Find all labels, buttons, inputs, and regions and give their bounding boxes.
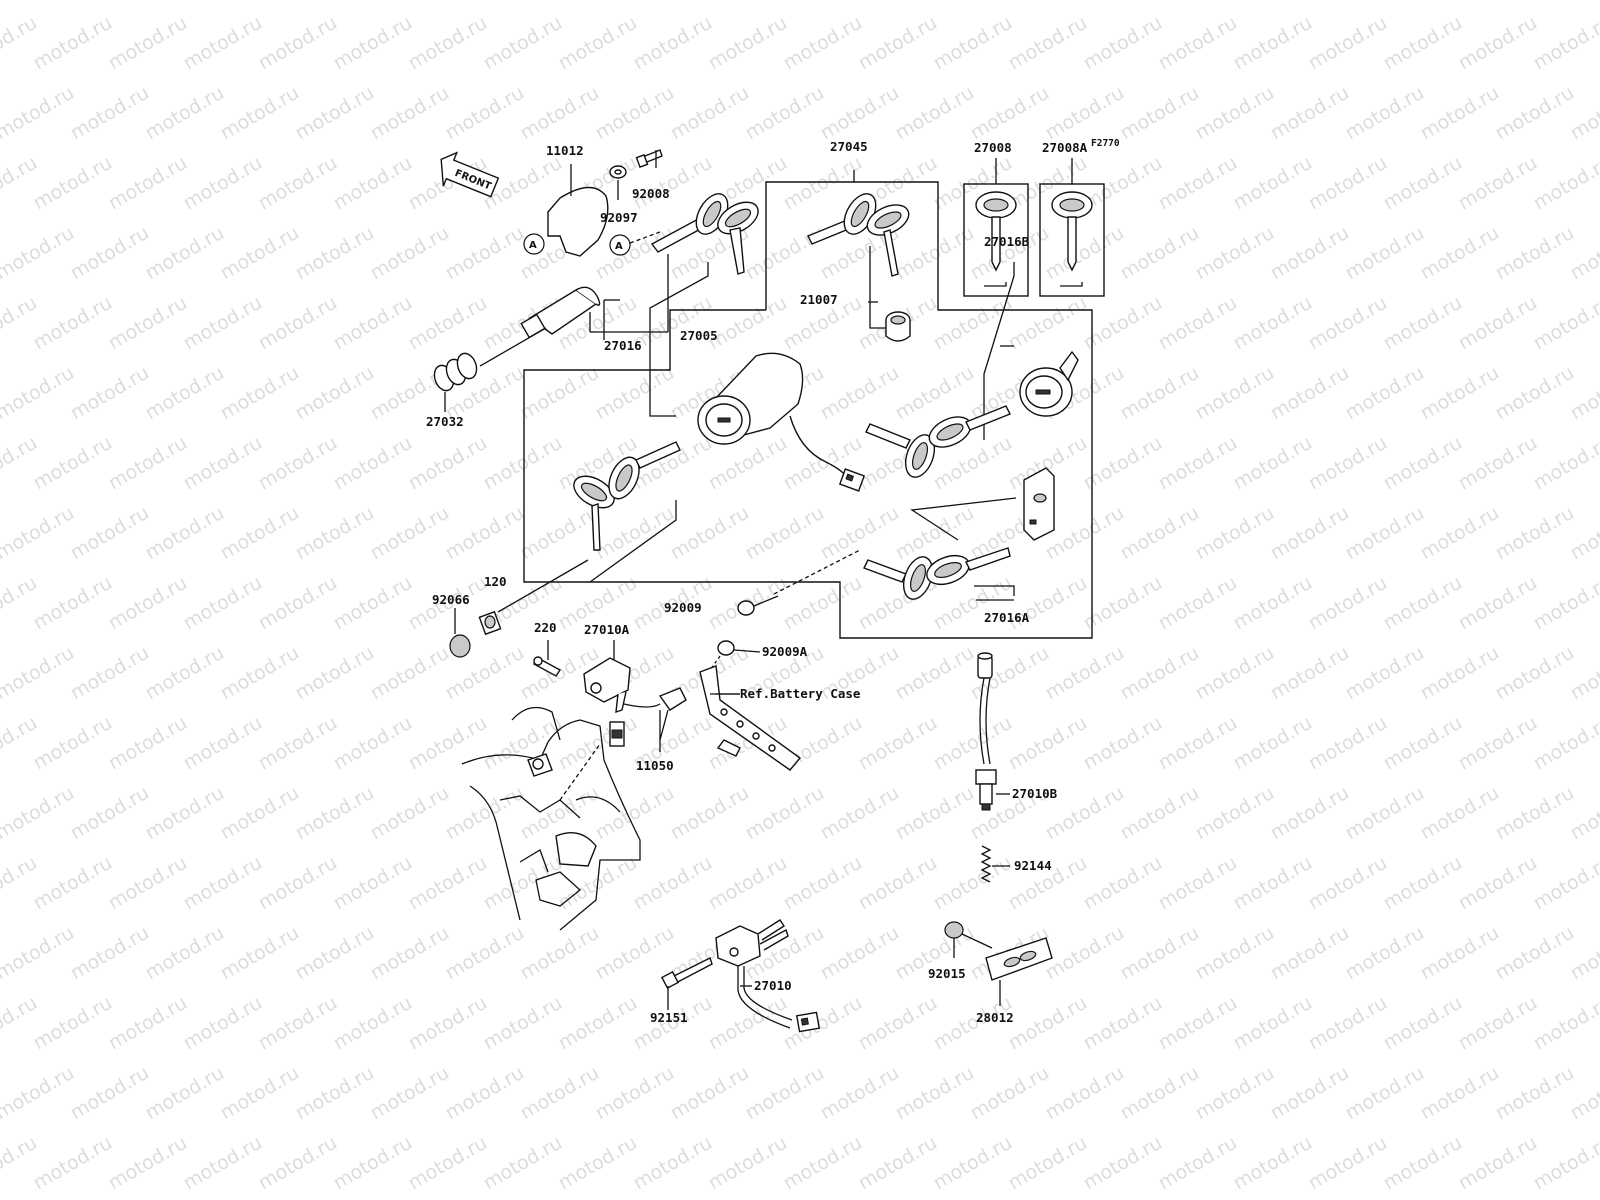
label-92008: 92008 (632, 186, 670, 201)
label-27008: 27008 (974, 140, 1012, 155)
key-tag-27008A-icon (1051, 191, 1093, 287)
label-92009: 92009 (664, 600, 702, 615)
bracket-battery (699, 665, 802, 771)
washer-92097 (609, 165, 627, 200)
label-27008A: 27008A (1042, 140, 1088, 155)
key-pair-27045 (807, 193, 910, 277)
ignition-switch-27005 (649, 262, 866, 492)
label-27005: 27005 (680, 328, 718, 343)
label-220: 220 (534, 620, 557, 635)
latch-27016A (910, 467, 1055, 541)
front-arrow-icon: FRONT (440, 151, 500, 198)
screw-120 (478, 559, 589, 636)
lock-cylinder-27016 (520, 254, 669, 339)
label-27010: 27010 (754, 978, 792, 993)
label-27016A: 27016A (984, 610, 1030, 625)
key-pair-27016 (650, 193, 759, 275)
ref-marker-a-left: A (523, 233, 545, 255)
screw-92009 (737, 549, 861, 616)
label-27032: 27032 (426, 414, 464, 429)
bolt-92008 (635, 149, 663, 168)
label-92151: 92151 (650, 1010, 688, 1025)
label-11050: 11050 (636, 758, 674, 773)
label-92009A: 92009A (762, 644, 808, 659)
label-27010A: 27010A (584, 622, 630, 637)
screw-92009A (709, 640, 761, 671)
bulb-92015 (944, 921, 993, 958)
label-120: 120 (484, 574, 507, 589)
label-92066: 92066 (432, 592, 470, 607)
label-ref-battery-case: Ref.Battery Case (740, 686, 861, 701)
svg-text:A: A (529, 240, 537, 251)
bolt-92151 (660, 957, 713, 1010)
svg-text:A: A (615, 241, 623, 252)
ref-marker-a-right: A (609, 231, 661, 256)
label-92015: 92015 (928, 966, 966, 981)
key-pair-27016A (863, 547, 1015, 600)
clamp-11050 (658, 687, 687, 752)
key-pair-27016B (865, 405, 1011, 478)
label-27016: 27016 (604, 338, 642, 353)
label-27016B: 27016B (984, 234, 1030, 249)
cap-92066 (449, 608, 471, 658)
switch-27010 (715, 919, 821, 1033)
frame-outline (461, 706, 641, 931)
switch-27010A (583, 640, 661, 747)
cover-plate-11012 (547, 164, 609, 257)
label-27045: 27045 (830, 139, 868, 154)
lock-27016B (983, 262, 1079, 440)
assembly-frame (523, 181, 1093, 639)
label-92144: 92144 (1014, 858, 1052, 873)
label-28012: 28012 (976, 1010, 1014, 1025)
lens-28012 (985, 937, 1053, 1006)
key-pair-27005 (573, 441, 681, 583)
label-21007: 21007 (800, 292, 838, 307)
sheet-code: F2770 (1091, 138, 1120, 149)
key-tag-27008-icon (975, 191, 1017, 287)
spring-92144 (980, 845, 1010, 883)
switch-27010B (975, 652, 1010, 811)
spring-27032 (433, 352, 478, 412)
label-27010B: 27010B (1012, 786, 1058, 801)
label-11012: 11012 (546, 143, 584, 158)
label-92097: 92097 (600, 210, 638, 225)
cap-21007 (868, 246, 911, 342)
bolt-220 (532, 640, 562, 677)
